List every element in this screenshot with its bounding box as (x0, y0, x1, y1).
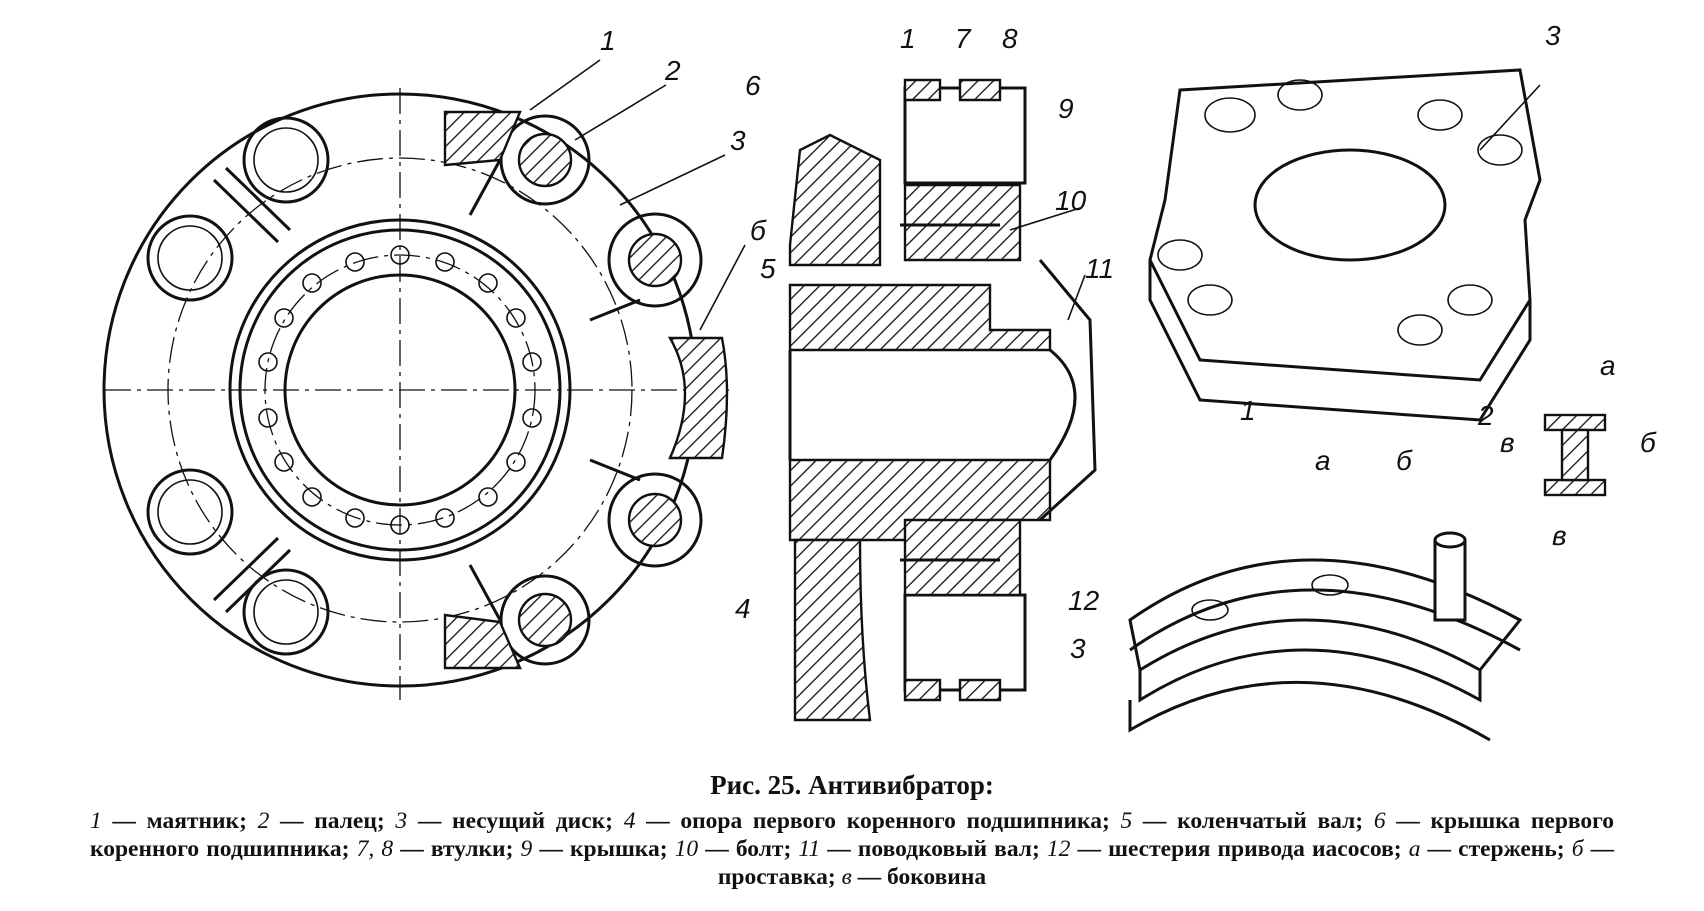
label-section-9: 9 (1058, 93, 1074, 124)
legend-entry: 5 — коленчатый вал; (1120, 808, 1364, 834)
legend-text: втулки; (430, 836, 514, 862)
legend-key: 12 (1046, 836, 1071, 862)
legend-text: стержень; (1458, 836, 1565, 862)
label-section-8: 8 (1002, 23, 1018, 54)
legend-text: опора первого коренного подшипника; (680, 808, 1110, 834)
legend-entry: 10 — болт; (674, 836, 792, 862)
legend-text: болт; (735, 836, 792, 862)
label-section-10: 10 (1055, 185, 1087, 216)
front-view (102, 88, 730, 700)
legend-entry: 4 — опора первого коренного подшипника; (623, 808, 1110, 834)
label-section-7: 7 (955, 23, 972, 54)
label-pendulum-b: б (1396, 445, 1413, 476)
legend-key: 3 (395, 808, 408, 834)
legend-key: 6 (1373, 808, 1386, 834)
legend-text: поводковый вал; (857, 836, 1040, 862)
label-detail-b: б (1640, 427, 1657, 458)
legend-text: боковина (887, 864, 987, 890)
label-detail-a: а (1600, 350, 1616, 381)
legend-text: крышка первого коренного подшипника; (90, 808, 1615, 862)
legend-text: шестерия привода иасосов; (1108, 836, 1402, 862)
figure-caption: Рис. 25. Антивибратор: 1 — маятник; 2 — … (60, 770, 1644, 891)
bolt-hole-ring (258, 245, 542, 535)
label-front-3: 3 (730, 125, 746, 156)
label-detail-v: в (1500, 427, 1515, 458)
legend-key: 11 (798, 836, 821, 862)
label-pendulum-v: в (1552, 520, 1567, 551)
legend-entry: 12 — шестерия привода иасосов; (1046, 836, 1402, 862)
figure-legend: 1 — маятник; 2 — палец; 3 — несущий диск… (60, 807, 1644, 891)
antivibrator-drawing: 1 2 3 б 6 5 4 1 7 8 9 10 11 12 3 3 1 а б… (102, 20, 1657, 742)
leader-lines (529, 59, 1541, 331)
label-pendulum-a: а (1315, 445, 1331, 476)
legend-key: б (1571, 836, 1584, 862)
legend-key: 1 (90, 808, 102, 834)
legend-entry: 3 — несущий диск; (395, 808, 614, 834)
legend-entry: б — проставка; (717, 836, 1615, 890)
legend-entry: 2 — палец; (257, 808, 385, 834)
legend-text: проставка; (717, 864, 836, 890)
pendulum-pins-left (146, 116, 330, 656)
legend-key: 5 (1120, 808, 1133, 834)
legend-key: 7, 8 (356, 836, 394, 862)
label-pendulum-1: 1 (1240, 395, 1256, 426)
label-section-5: 5 (760, 253, 776, 284)
legend-entry: 1 — маятник; (90, 808, 247, 834)
detail-view (1543, 413, 1607, 497)
legend-text: крышка; (569, 836, 668, 862)
legend-text: палец; (314, 808, 385, 834)
legend-key: 2 (257, 808, 270, 834)
legend-entry: 6 — крышка первого коренного подшипника; (90, 808, 1615, 862)
legend-key: 4 (623, 808, 636, 834)
legend-entry: 7, 8 — втулки; (356, 836, 514, 862)
section-view (788, 78, 1097, 722)
label-section-12: 12 (1068, 585, 1100, 616)
legend-entry: 9 — крышка; (520, 836, 668, 862)
label-section-1: 1 (900, 23, 916, 54)
legend-entry: в — боковина (841, 864, 987, 890)
legend-entry: 11 — поводковый вал; (798, 836, 1040, 862)
legend-key: в (841, 864, 852, 890)
label-front-b: б (750, 215, 767, 246)
legend-entry: а — стержень; (1408, 836, 1565, 862)
label-front-2: 2 (664, 55, 681, 86)
label-section-6: 6 (745, 70, 761, 101)
legend-text: маятник; (146, 808, 247, 834)
carrier-disk-iso (1148, 68, 1542, 422)
pendulum-pins-right (499, 114, 703, 666)
label-disk-3: 3 (1545, 20, 1561, 51)
label-front-1: 1 (600, 25, 616, 56)
label-section-11: 11 (1085, 253, 1114, 284)
figure-title: Рис. 25. Антивибратор: (710, 770, 994, 800)
legend-key: 10 (674, 836, 699, 862)
label-section-4: 4 (735, 593, 751, 624)
legend-text: несущий диск; (452, 808, 614, 834)
legend-key: 9 (520, 836, 533, 862)
label-section-3: 3 (1070, 633, 1086, 664)
pendulum-iso (1128, 531, 1523, 742)
legend-key: а (1408, 836, 1421, 862)
label-pendulum-2: 2 (1477, 400, 1494, 431)
legend-text: коленчатый вал; (1177, 808, 1364, 834)
